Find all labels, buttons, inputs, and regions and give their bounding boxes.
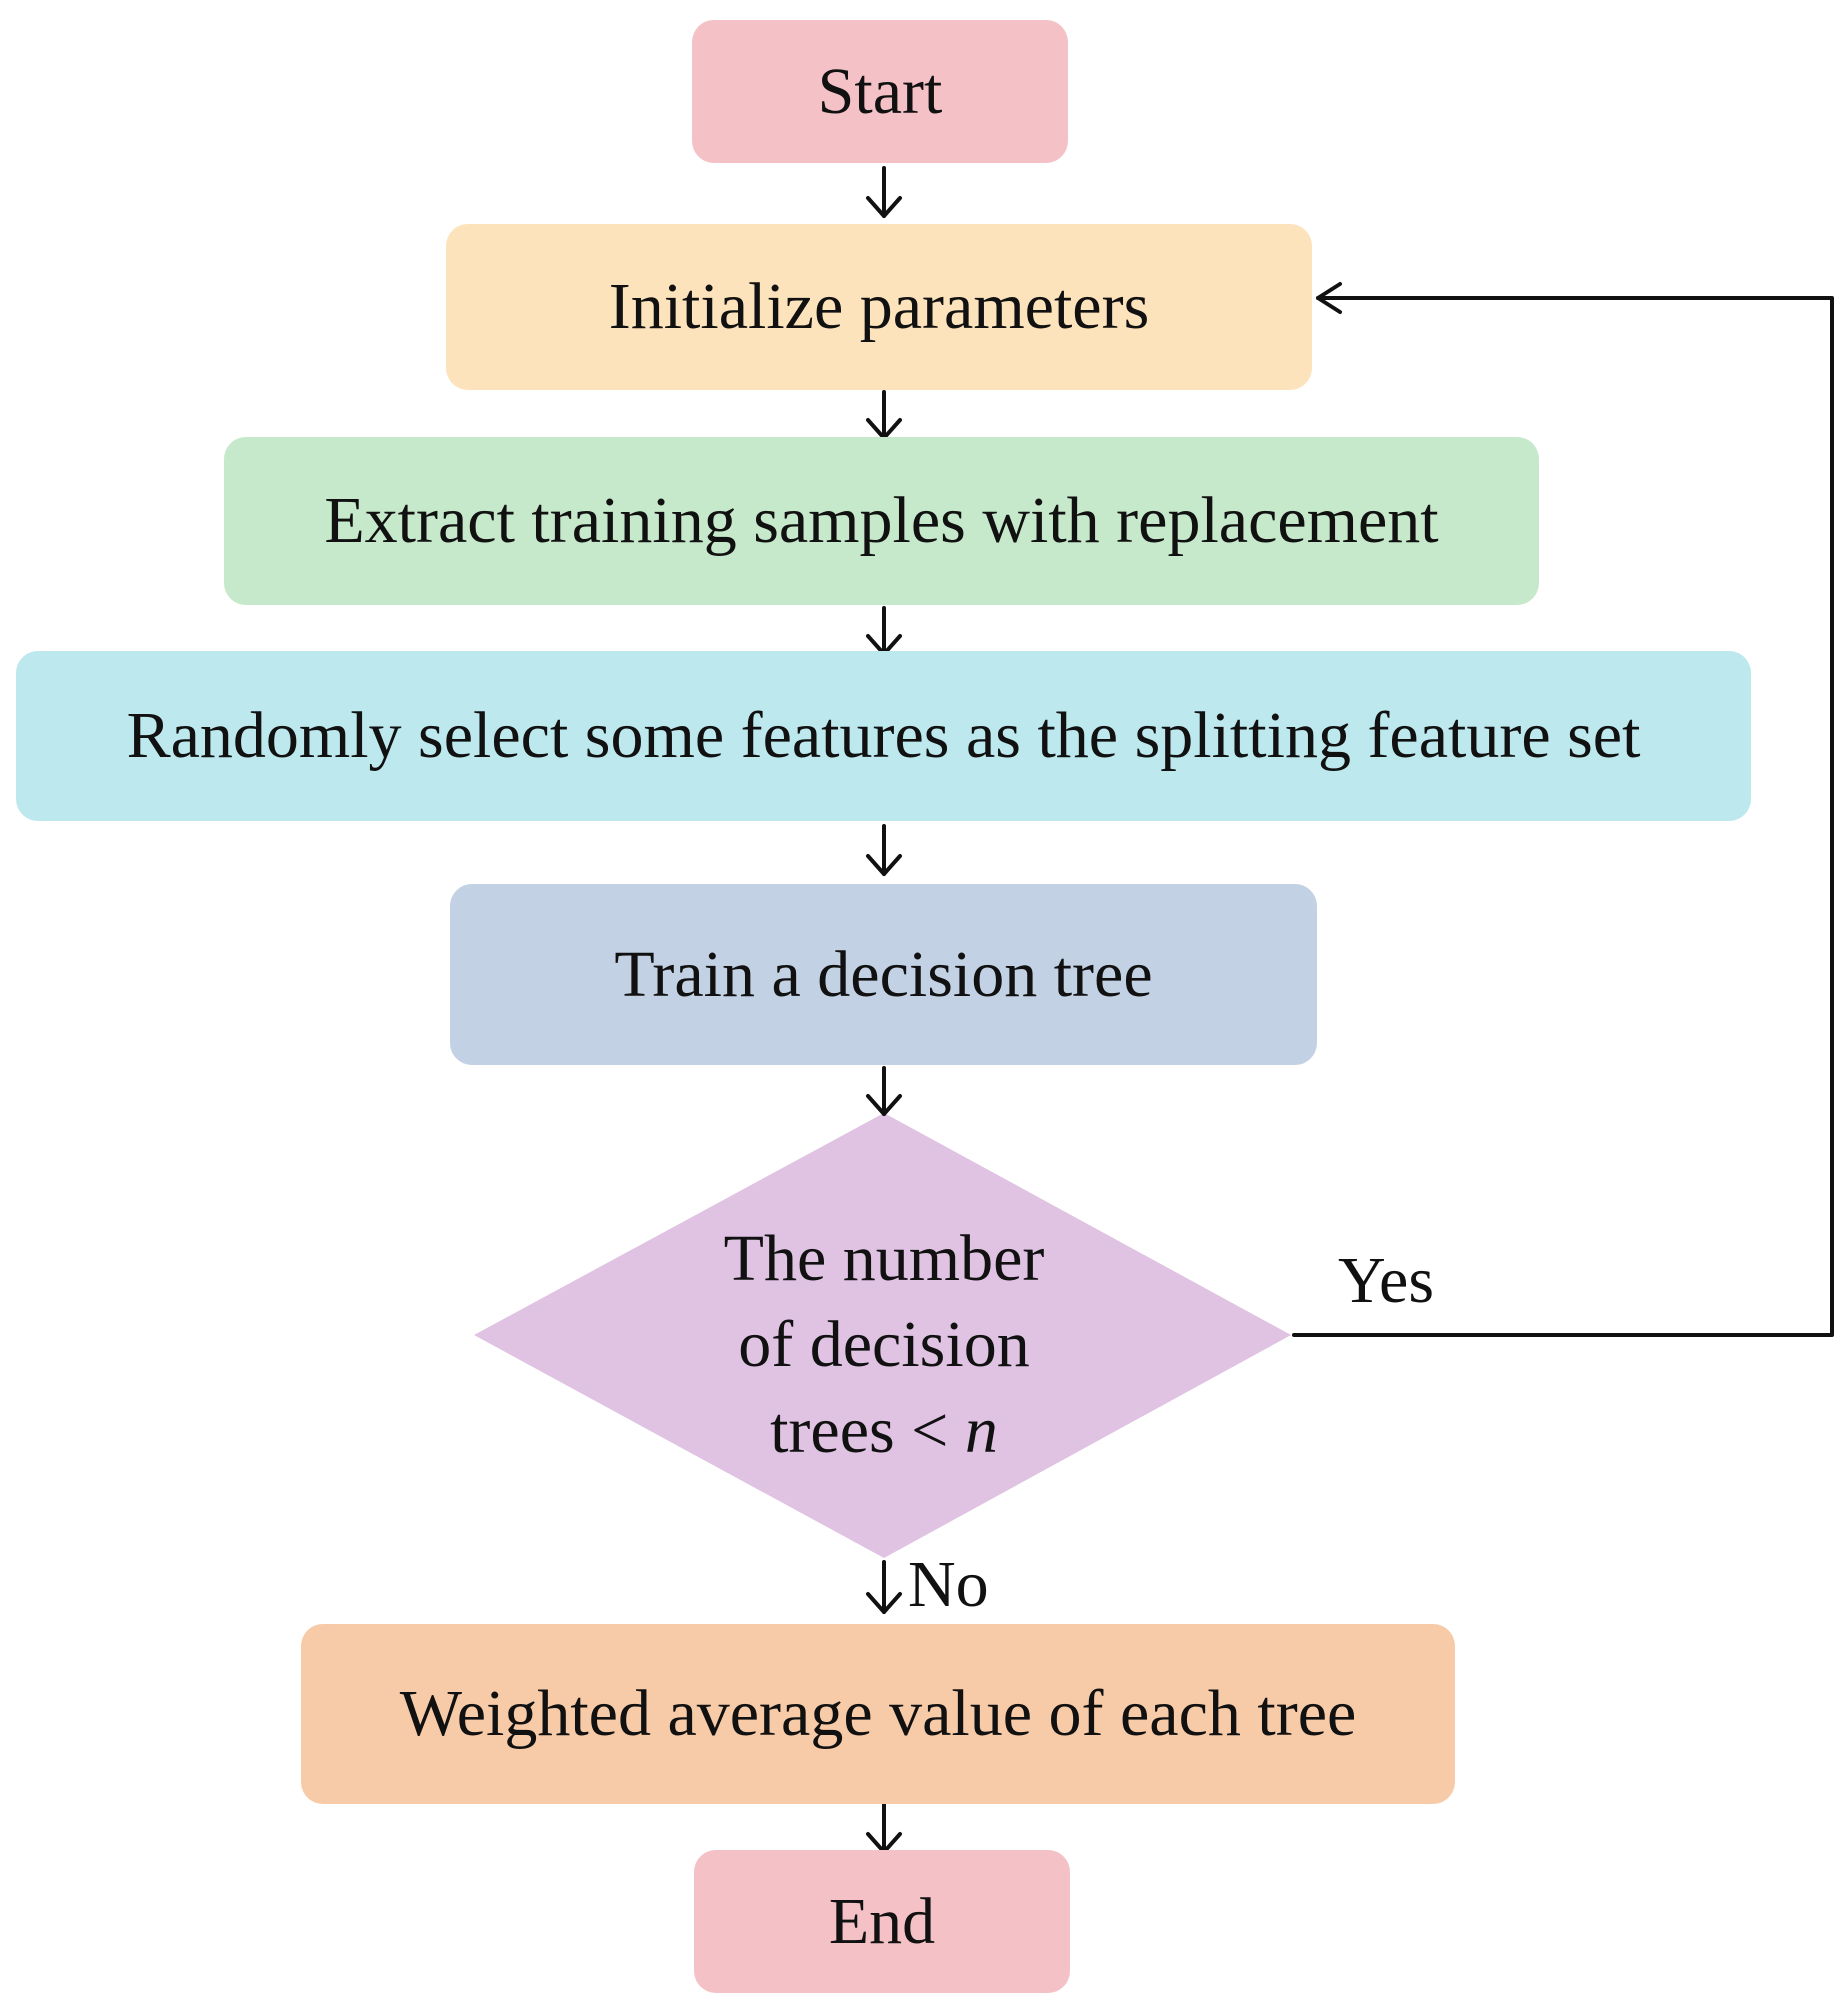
initialize-parameters-node[interactable]: Initialize parameters [446, 224, 1312, 390]
weighted-average-label: Weighted average value of each tree [399, 1677, 1357, 1750]
yes-edge-label: Yes [1338, 1244, 1435, 1317]
weighted-average-node[interactable]: Weighted average value of each tree [301, 1624, 1455, 1804]
arrow-init-to-extract [866, 390, 902, 440]
train-tree-node[interactable]: Train a decision tree [450, 884, 1317, 1065]
decision-diamond[interactable] [474, 1113, 1291, 1558]
random-features-node[interactable]: Randomly select some features as the spl… [16, 651, 1751, 821]
arrow-weighted-to-end [866, 1802, 902, 1854]
end-node[interactable]: End [694, 1850, 1070, 1993]
arrow-start-to-init [866, 166, 902, 218]
extract-samples-label: Extract training samples with replacemen… [324, 484, 1439, 557]
decision-label: The number of decision trees < n [674, 1216, 1094, 1474]
arrow-train-to-decision [866, 1066, 902, 1116]
decision-line-3-text: trees < [770, 1394, 965, 1467]
extract-samples-node[interactable]: Extract training samples with replacemen… [224, 437, 1539, 605]
initialize-parameters-label: Initialize parameters [608, 270, 1150, 343]
end-label: End [828, 1884, 936, 1958]
arrow-decision-to-weighted [866, 1560, 902, 1614]
train-tree-label: Train a decision tree [614, 937, 1153, 1011]
decision-line-2: of decision [738, 1308, 1030, 1381]
arrow-yes-loop-to-init [1292, 282, 1834, 1337]
no-edge-label: No [908, 1548, 989, 1621]
arrow-random-to-train [866, 824, 902, 876]
decision-line-3: trees < n [674, 1388, 1094, 1474]
start-label: Start [817, 54, 943, 128]
arrow-extract-to-random [866, 606, 902, 656]
decision-line-1: The number [723, 1222, 1045, 1295]
decision-variable-n: n [964, 1394, 998, 1467]
start-node[interactable]: Start [692, 20, 1068, 163]
random-features-label: Randomly select some features as the spl… [126, 699, 1641, 772]
